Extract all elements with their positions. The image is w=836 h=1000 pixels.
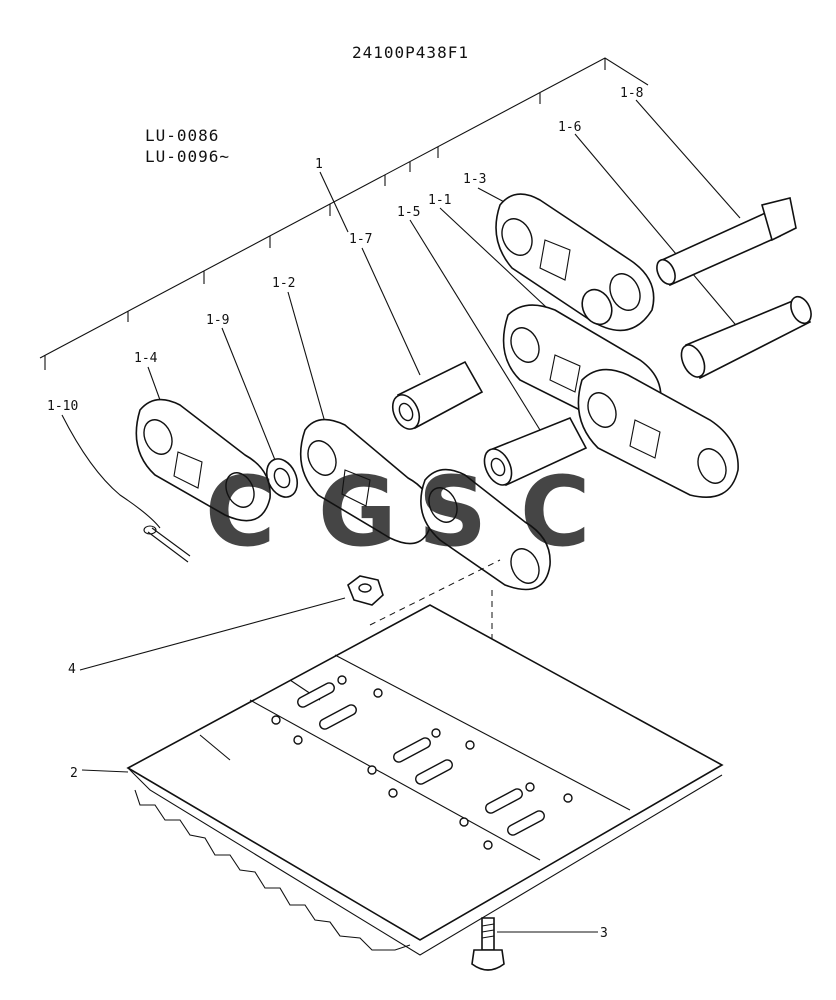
cotter-pin-1-10 <box>143 525 191 563</box>
callout-1-7: 1-7 <box>349 232 372 247</box>
model-range-line-2: LU-0096~ <box>145 147 230 166</box>
callout-3: 3 <box>600 926 608 941</box>
watermark-letter-2: G <box>318 456 397 568</box>
callout-1: 1 <box>315 157 323 172</box>
leader-lines <box>61 99 741 933</box>
seal-1-9 <box>265 458 299 498</box>
assembly-bracket <box>39 57 649 370</box>
callout-1-5: 1-5 <box>397 205 420 220</box>
callout-1-8: 1-8 <box>620 86 643 101</box>
link-1-2 <box>299 418 433 545</box>
watermark-letter-1: C <box>205 456 275 568</box>
watermark: C G S C <box>205 456 590 568</box>
link-1-3 <box>495 193 655 332</box>
shoe-holes <box>271 675 573 850</box>
bushing-1-7 <box>391 360 484 430</box>
model-range-line-1: LU-0086 <box>145 126 219 145</box>
bolt-3 <box>471 917 505 971</box>
callout-1-6: 1-6 <box>558 120 581 135</box>
link-right <box>577 368 739 499</box>
watermark-letter-4: C <box>520 456 590 568</box>
callout-4: 4 <box>68 662 76 677</box>
callout-1-2: 1-2 <box>272 276 295 291</box>
bushing-1-6 <box>680 295 812 380</box>
pin-1-8 <box>656 197 797 287</box>
watermark-letter-3: S <box>418 456 487 568</box>
alignment-line-nut <box>369 559 501 626</box>
link-front <box>420 468 551 591</box>
callout-1-9: 1-9 <box>206 313 229 328</box>
callout-1-10: 1-10 <box>47 399 78 414</box>
link-1-4 <box>135 398 271 522</box>
bushing-1-5 <box>483 416 588 487</box>
callout-1-3: 1-3 <box>463 172 486 187</box>
diagram-code: 24100P438F1 <box>352 43 469 62</box>
callout-1-1: 1-1 <box>428 193 451 208</box>
callout-1-4: 1-4 <box>134 351 158 366</box>
callout-2: 2 <box>70 766 78 781</box>
nut-4 <box>347 575 384 606</box>
